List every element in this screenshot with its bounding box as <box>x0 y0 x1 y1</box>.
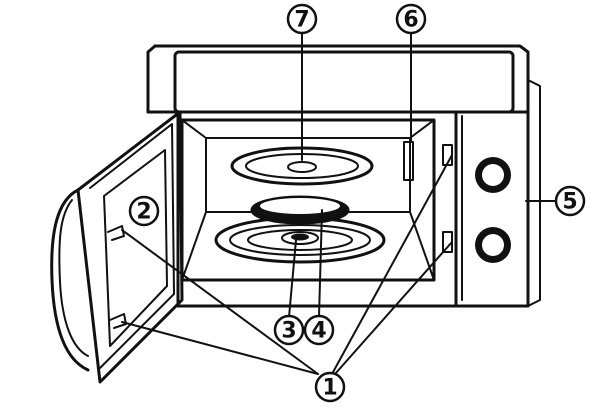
callout-1: 1 <box>314 371 346 403</box>
callout-6: 6 <box>395 3 427 35</box>
callout-7: 7 <box>286 3 318 35</box>
door <box>50 110 184 384</box>
callout-4: 4 <box>303 314 335 346</box>
door-latch-slots <box>442 144 453 253</box>
power-knob-icon <box>475 227 511 263</box>
door-hooks <box>107 225 127 329</box>
wave-guide-cover <box>403 141 414 181</box>
control-panel <box>454 110 530 308</box>
callout-3: 3 <box>273 314 305 346</box>
roller-ring <box>214 216 386 264</box>
callout-5: 5 <box>554 185 586 217</box>
callout-6-label: 6 <box>403 8 418 33</box>
callout-2: 2 <box>128 195 160 227</box>
callout-5-label: 5 <box>562 190 577 215</box>
callout-7-label: 7 <box>294 8 309 33</box>
turntable-shaft-coupler <box>281 231 319 245</box>
callout-2-label: 2 <box>136 200 151 225</box>
callout-4-label: 4 <box>311 319 326 344</box>
leader-lines <box>121 32 557 375</box>
callout-3-label: 3 <box>281 319 296 344</box>
timer-knob-icon <box>475 157 511 193</box>
glass-tray <box>250 195 350 225</box>
callout-1-label: 1 <box>322 376 337 401</box>
